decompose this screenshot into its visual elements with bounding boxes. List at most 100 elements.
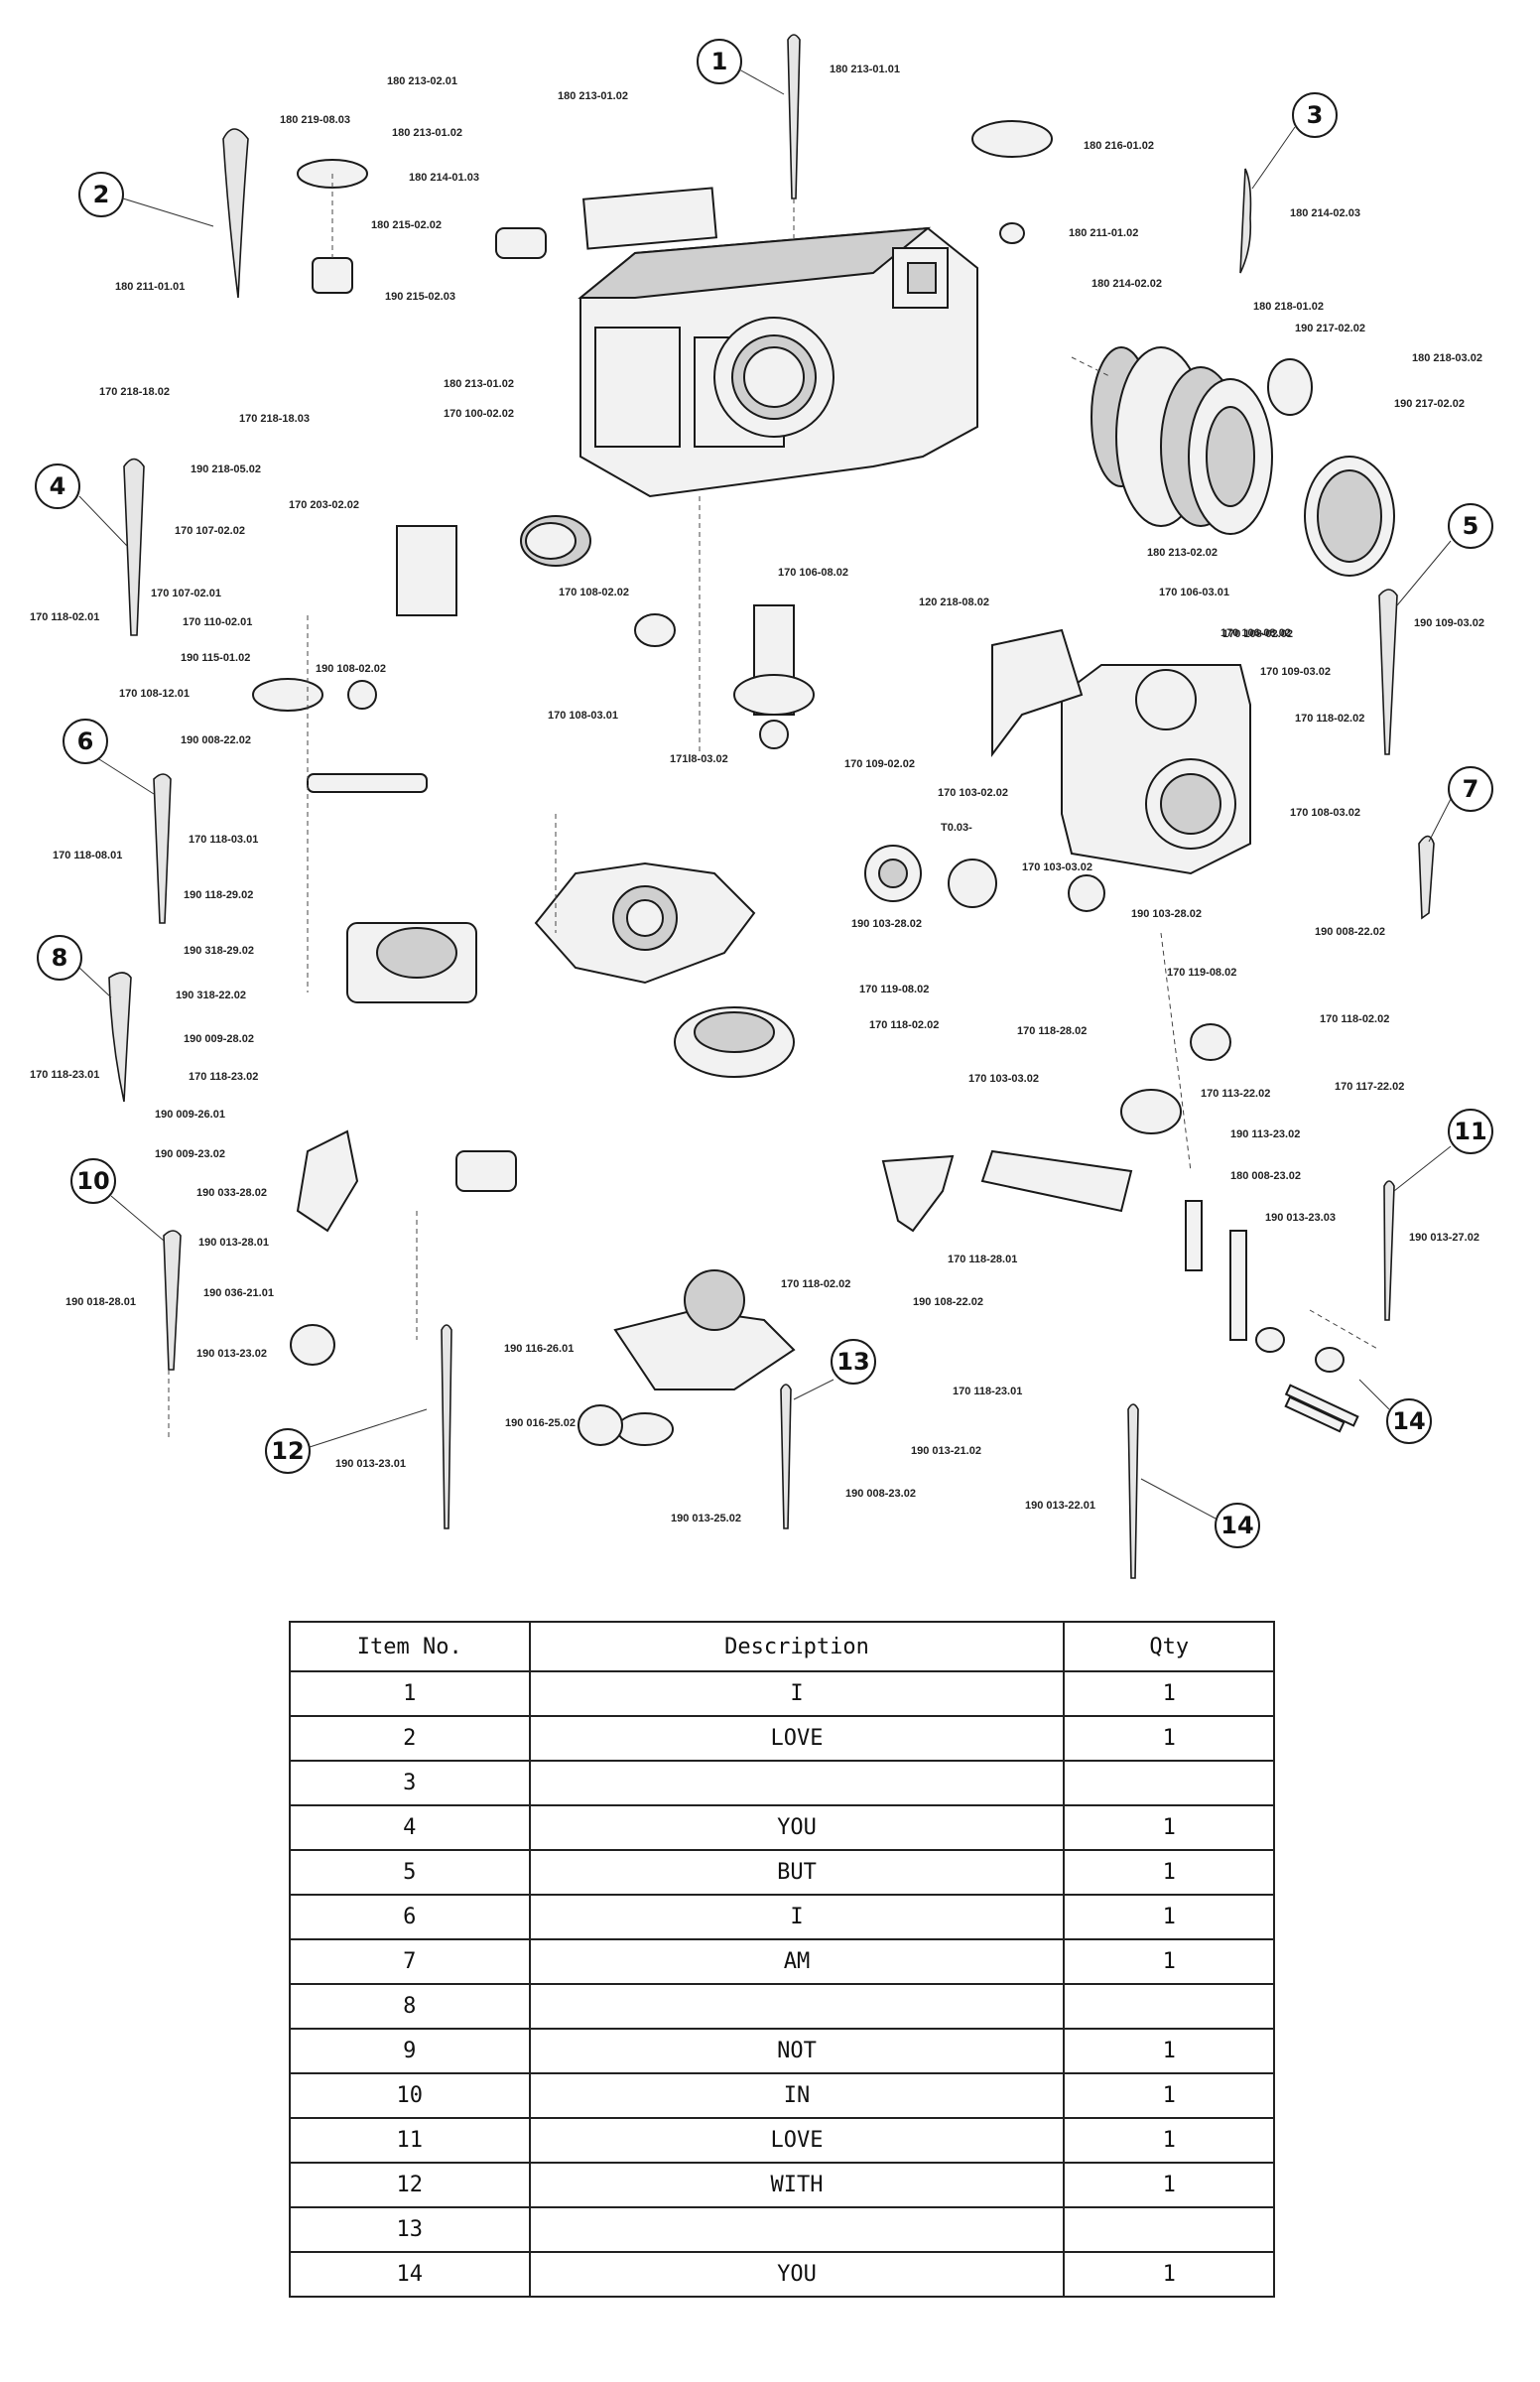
- part-number-label: 180 215-02.02: [371, 219, 442, 231]
- part-number-label: 170 118-28.01: [948, 1254, 1017, 1265]
- header-item-no: Item No.: [289, 1621, 531, 1672]
- assembly-lines: [168, 174, 1380, 1439]
- cell-qty: 1: [1063, 2251, 1275, 2298]
- part-number-label: 190 013-27.02: [1409, 1232, 1479, 1244]
- cell-qty: [1063, 1983, 1275, 2030]
- svg-text:6: 6: [77, 728, 94, 755]
- part-number-label: 180 211-01.02: [1069, 227, 1138, 239]
- part-number-label: 170 218-18.03: [239, 413, 310, 425]
- cell-description: NOT: [528, 2028, 1066, 2074]
- part-number-label: 180 219-08.03: [280, 114, 350, 126]
- part-number-label: 170 118-23.01: [953, 1386, 1022, 1397]
- cell-item-no: 11: [289, 2117, 531, 2164]
- cell-description: LOVE: [528, 2117, 1066, 2164]
- callout-5: [1448, 503, 1493, 549]
- cell-item-no: 1: [289, 1670, 531, 1717]
- part-number-label: 170 108-02.02: [1222, 628, 1293, 640]
- part-number-label: 170 103-03.02: [1022, 861, 1092, 873]
- cell-qty: [1063, 1760, 1275, 1806]
- part-number-label: 170 100-02.02: [444, 408, 514, 420]
- part-number-label: 180 214-01.03: [409, 172, 479, 184]
- cell-item-no: 14: [289, 2251, 531, 2298]
- part-number-label: 190 033-28.02: [196, 1187, 267, 1199]
- cell-description: AM: [528, 1938, 1066, 1985]
- part-number-label: 190 008-22.02: [181, 734, 251, 746]
- svg-text:7: 7: [1463, 775, 1479, 803]
- cell-qty: 1: [1063, 1670, 1275, 1717]
- part-number-label: 170 106-08.02: [778, 567, 848, 579]
- needles: [108, 34, 1435, 1579]
- part-number-label: 170 118-23.02: [189, 1071, 258, 1083]
- cell-item-no: 9: [289, 2028, 531, 2074]
- part-number-label: 190 018-28.01: [65, 1296, 136, 1308]
- cell-qty: 1: [1063, 1938, 1275, 1985]
- part-number-label: 170 218-18.02: [99, 386, 170, 398]
- header-description: Description: [528, 1621, 1066, 1672]
- part-number-label: 180 218-01.02: [1253, 301, 1324, 313]
- part-number-label: 190 013-22.01: [1025, 1500, 1095, 1512]
- center-plates: [296, 515, 1346, 1446]
- exploded-parts-diagram: 1 2 3 4 5 6 7 8 10 11 12 13: [30, 34, 1493, 1579]
- part-number-label: 170 103-03.02: [968, 1073, 1039, 1085]
- part-number-label: 170 118-02.01: [30, 611, 99, 623]
- cell-description: BUT: [528, 1849, 1066, 1896]
- part-number-label: 180 214-02.02: [1091, 278, 1162, 290]
- part-number-label: 190 109-03.02: [1414, 617, 1484, 629]
- part-number-label: 120 218-08.02: [919, 596, 989, 608]
- part-number-label: 190 215-02.03: [385, 291, 455, 303]
- part-number-label: 190 113-23.02: [1230, 1128, 1300, 1140]
- cell-qty: 1: [1063, 1715, 1275, 1762]
- svg-text:3: 3: [1307, 101, 1324, 129]
- part-number-label: 180 213-01.02: [392, 127, 462, 139]
- callout-10: [70, 1158, 116, 1204]
- callout-4: [35, 463, 80, 509]
- part-number-label: 180 213-02.01: [387, 75, 457, 87]
- callout-1: [697, 39, 742, 84]
- cell-description: LOVE: [528, 1715, 1066, 1762]
- callout-8: [37, 935, 82, 981]
- table-row: 13: [289, 2206, 1275, 2253]
- part-number-label: 180 216-01.02: [1084, 140, 1154, 152]
- part-number-label: 170 109-02.02: [844, 758, 915, 770]
- svg-text:14: 14: [1220, 1512, 1253, 1539]
- part-number-label: 170 108-03.02: [1290, 807, 1360, 819]
- part-number-label: 170 118-02.02: [781, 1278, 850, 1290]
- cell-item-no: 10: [289, 2072, 531, 2119]
- cell-qty: 1: [1063, 1849, 1275, 1896]
- part-number-label: 190 009-26.01: [155, 1109, 225, 1121]
- part-number-label: 170 106-03.01: [1159, 587, 1229, 598]
- callout-7: [1448, 766, 1493, 812]
- cell-qty: [1063, 2206, 1275, 2253]
- part-number-label: 190 008-22.02: [1315, 926, 1385, 938]
- svg-text:8: 8: [52, 944, 68, 972]
- callout-14a: [1386, 1398, 1432, 1444]
- part-number-label: 170 118-28.02: [1017, 1025, 1087, 1037]
- part-number-label: 180 214-02.03: [1290, 207, 1360, 219]
- part-number-label: 190 013-28.01: [198, 1237, 269, 1249]
- part-number-label: 190 118-29.02: [184, 889, 253, 901]
- cell-qty: 1: [1063, 2162, 1275, 2208]
- callout-11: [1448, 1109, 1493, 1154]
- cell-description: I: [528, 1670, 1066, 1717]
- part-number-label: 190 218-05.02: [191, 463, 261, 475]
- cell-item-no: 3: [289, 1760, 531, 1806]
- part-number-label: 180 213-02.02: [1147, 547, 1218, 559]
- svg-text:10: 10: [76, 1167, 109, 1195]
- part-number-label: 171l8-03.02: [670, 753, 728, 765]
- part-number-label: 190 013-23.02: [196, 1348, 267, 1360]
- callouts: 1 2 3 4 5 6 7 8 10 11 12 13: [35, 39, 1493, 1548]
- part-number-label: 170 108-02.02: [559, 587, 629, 598]
- part-number-label: 190 318-22.02: [176, 990, 246, 1001]
- part-number-label: 170 107-02.02: [175, 525, 245, 537]
- cell-description: IN: [528, 2072, 1066, 2119]
- part-number-label: 180 211-01.01: [115, 281, 185, 293]
- part-number-label: 170 118-23.01: [30, 1069, 99, 1081]
- cell-item-no: 13: [289, 2206, 531, 2253]
- part-number-label: 170 119-08.02: [859, 984, 929, 995]
- part-number-label: 180 218-03.02: [1412, 352, 1482, 364]
